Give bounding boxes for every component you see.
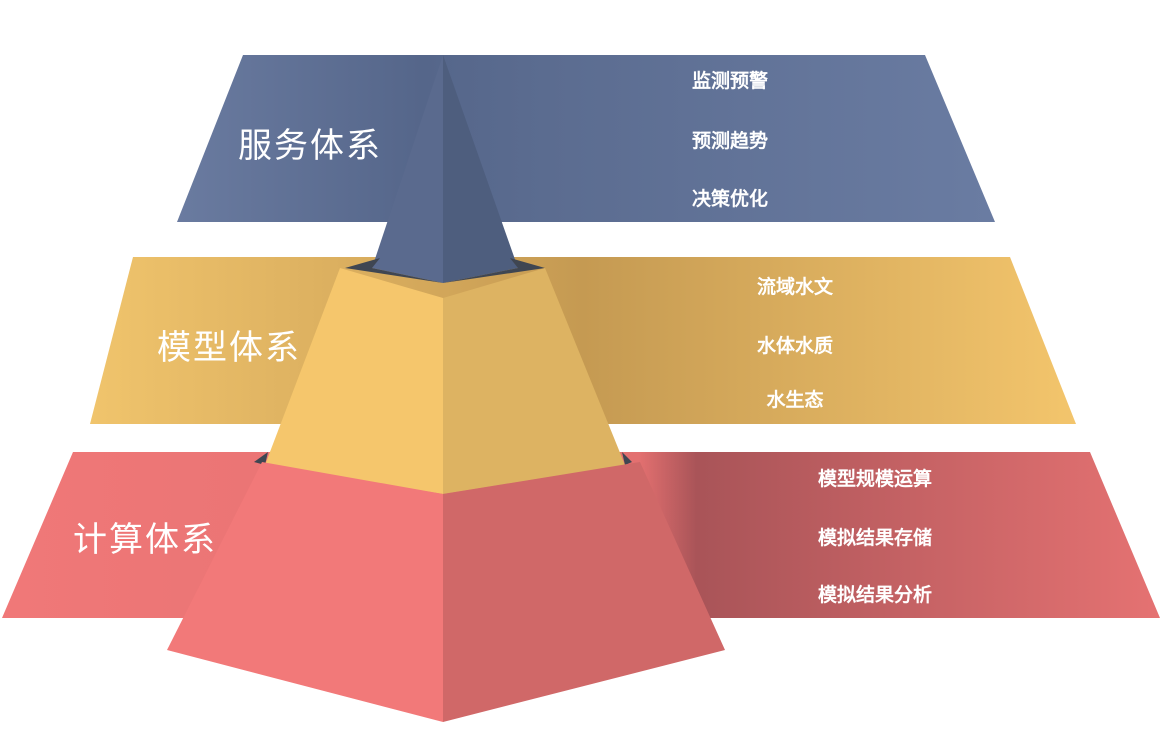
- layer-item: 水体水质: [756, 335, 833, 357]
- layer-title-service: 服务体系: [238, 126, 382, 166]
- layer-item: 决策优化: [691, 188, 768, 210]
- layer-item: 模拟结果分析: [817, 584, 932, 606]
- layer-item: 水生态: [766, 389, 824, 411]
- layer-title-model: 模型体系: [157, 328, 301, 368]
- layer-title-compute: 计算体系: [73, 520, 217, 560]
- layer-item: 监测预警: [691, 70, 768, 92]
- layer-item: 流域水文: [756, 276, 833, 298]
- service-band: [177, 55, 995, 222]
- layer-item: 预测趋势: [691, 130, 768, 152]
- layer-item: 模型规模运算: [817, 468, 932, 490]
- layer-item: 模拟结果存储: [817, 527, 932, 549]
